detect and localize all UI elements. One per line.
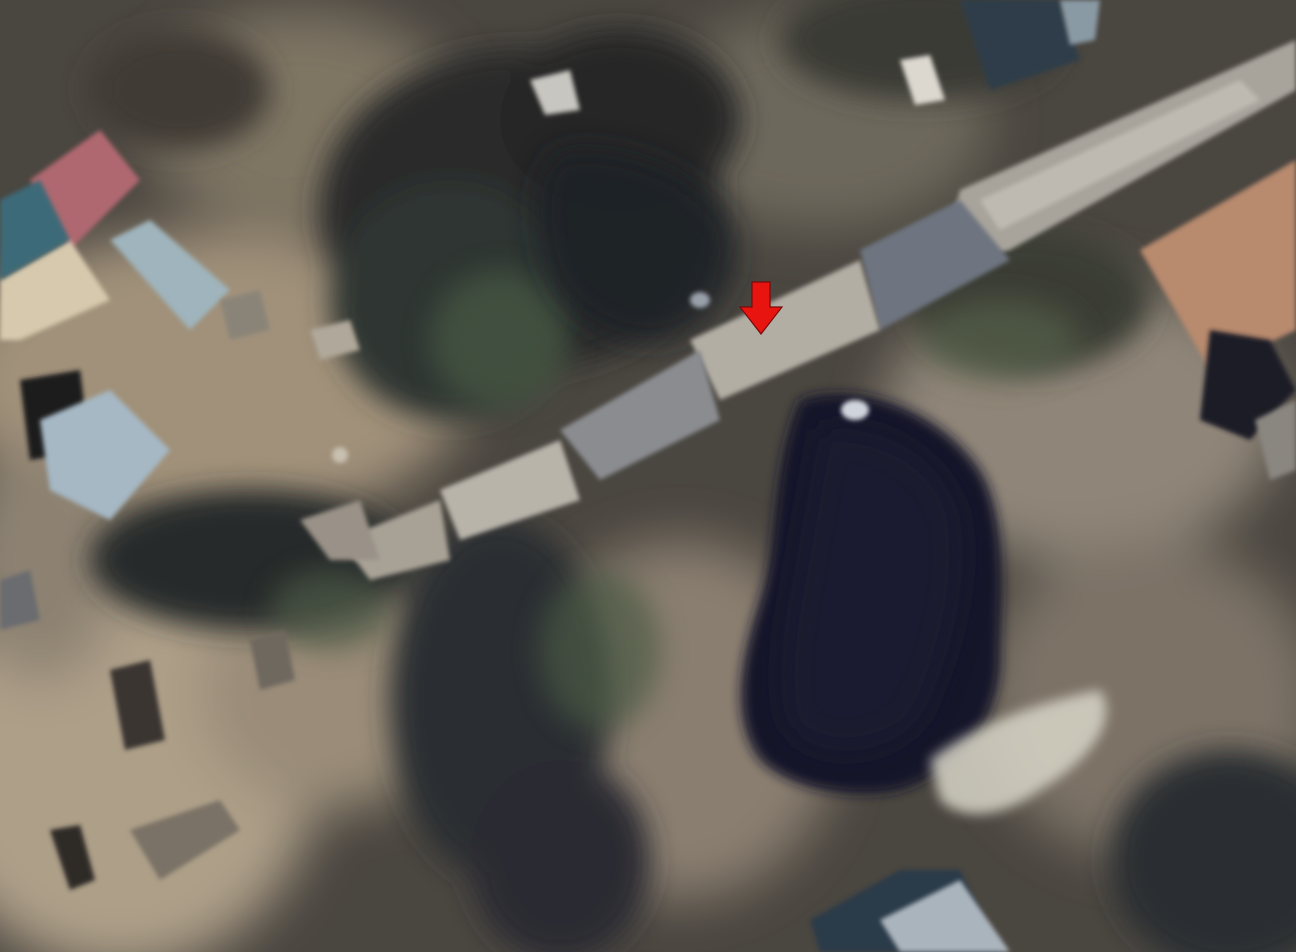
sheds-lower-left xyxy=(50,630,295,890)
roof-right-edge xyxy=(1255,400,1296,480)
white-debris xyxy=(930,690,1107,814)
buildings-left xyxy=(0,370,170,630)
shaded-water xyxy=(536,148,737,342)
sports-court xyxy=(1140,160,1296,370)
small-objects xyxy=(332,292,869,463)
buildings-bottom xyxy=(810,690,1107,952)
vegetation xyxy=(270,270,1080,730)
buildings-upper-left xyxy=(0,130,360,360)
buildings-top xyxy=(530,0,1100,115)
pond xyxy=(741,393,1002,794)
road xyxy=(300,40,1296,580)
arrow-down-icon xyxy=(738,281,784,335)
